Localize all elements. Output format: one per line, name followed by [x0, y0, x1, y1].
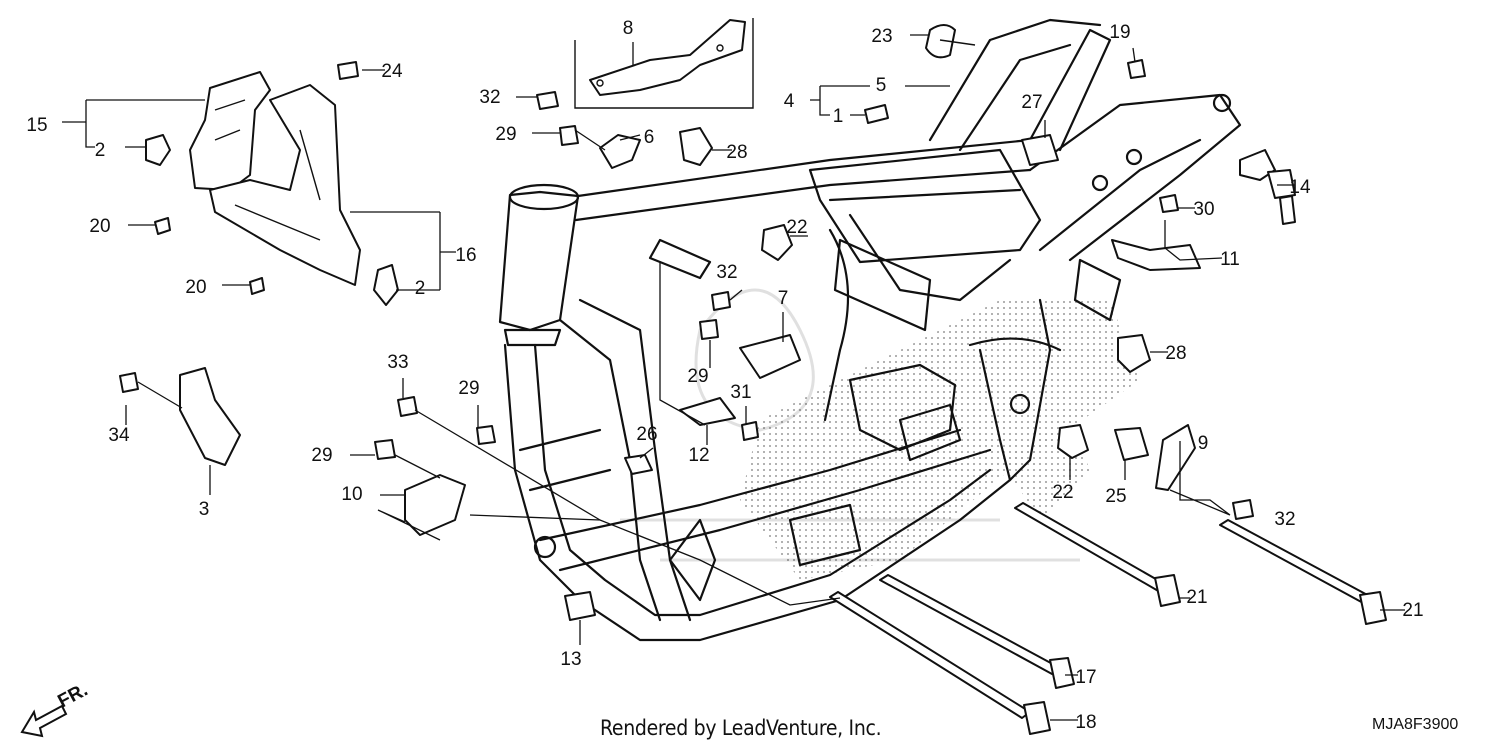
leader-lines	[62, 34, 1405, 721]
callout-26: 26	[636, 424, 657, 445]
callout-32: 32	[716, 262, 737, 283]
front-direction-arrow: FR.	[20, 680, 91, 738]
callout-33: 33	[387, 352, 408, 373]
callout-4: 4	[784, 91, 795, 112]
callout-5: 5	[876, 75, 887, 96]
callout-21: 21	[1186, 587, 1207, 608]
callout-2: 2	[95, 140, 106, 161]
watermark	[620, 288, 1080, 562]
callout-34: 34	[108, 425, 130, 446]
callout-28: 28	[1165, 343, 1186, 364]
callout-15: 15	[26, 115, 47, 136]
callout-24: 24	[381, 61, 403, 82]
callout-29: 29	[687, 366, 708, 387]
callout-8: 8	[623, 18, 634, 39]
callout-7: 7	[778, 288, 789, 309]
callout-2: 2	[415, 278, 426, 299]
callout-29: 29	[458, 378, 479, 399]
callout-19: 19	[1109, 22, 1130, 43]
callout-29: 29	[495, 124, 516, 145]
callout-12: 12	[688, 445, 709, 466]
side-cover-15	[189, 71, 271, 191]
callout-11: 11	[1220, 249, 1240, 270]
callout-28: 28	[726, 142, 747, 163]
callout-14: 14	[1289, 177, 1311, 198]
callout-25: 25	[1105, 486, 1126, 507]
callout-30: 30	[1193, 199, 1214, 220]
callout-3: 3	[199, 499, 210, 520]
callout-13: 13	[560, 649, 581, 670]
callout-31: 31	[730, 382, 751, 403]
callout-23: 23	[871, 26, 892, 47]
callout-27: 27	[1021, 92, 1042, 113]
callout-6: 6	[644, 127, 655, 148]
callout-32: 32	[479, 87, 500, 108]
credit-text: Rendered by LeadVenture, Inc.	[600, 716, 882, 740]
diagram-code: MJA8F3900	[1372, 716, 1459, 733]
callout-22: 22	[1052, 482, 1073, 503]
part-8-bracket	[574, 18, 754, 109]
callout-numbers: 1223456789101112131415161718192020212122…	[26, 18, 1423, 733]
callout-20: 20	[185, 277, 206, 298]
callout-18: 18	[1075, 712, 1096, 733]
callout-21: 21	[1402, 600, 1423, 621]
callout-32: 32	[1274, 509, 1295, 530]
callout-17: 17	[1075, 667, 1096, 688]
callout-20: 20	[89, 216, 110, 237]
callout-22: 22	[786, 217, 807, 238]
small-parts	[119, 24, 1387, 735]
side-cover-16	[209, 84, 361, 286]
callout-1: 1	[833, 106, 844, 127]
callout-10: 10	[341, 484, 362, 505]
callout-29: 29	[311, 445, 332, 466]
callout-16: 16	[455, 245, 476, 266]
callout-9: 9	[1198, 433, 1209, 454]
motorcycle-frame	[498, 18, 1242, 642]
